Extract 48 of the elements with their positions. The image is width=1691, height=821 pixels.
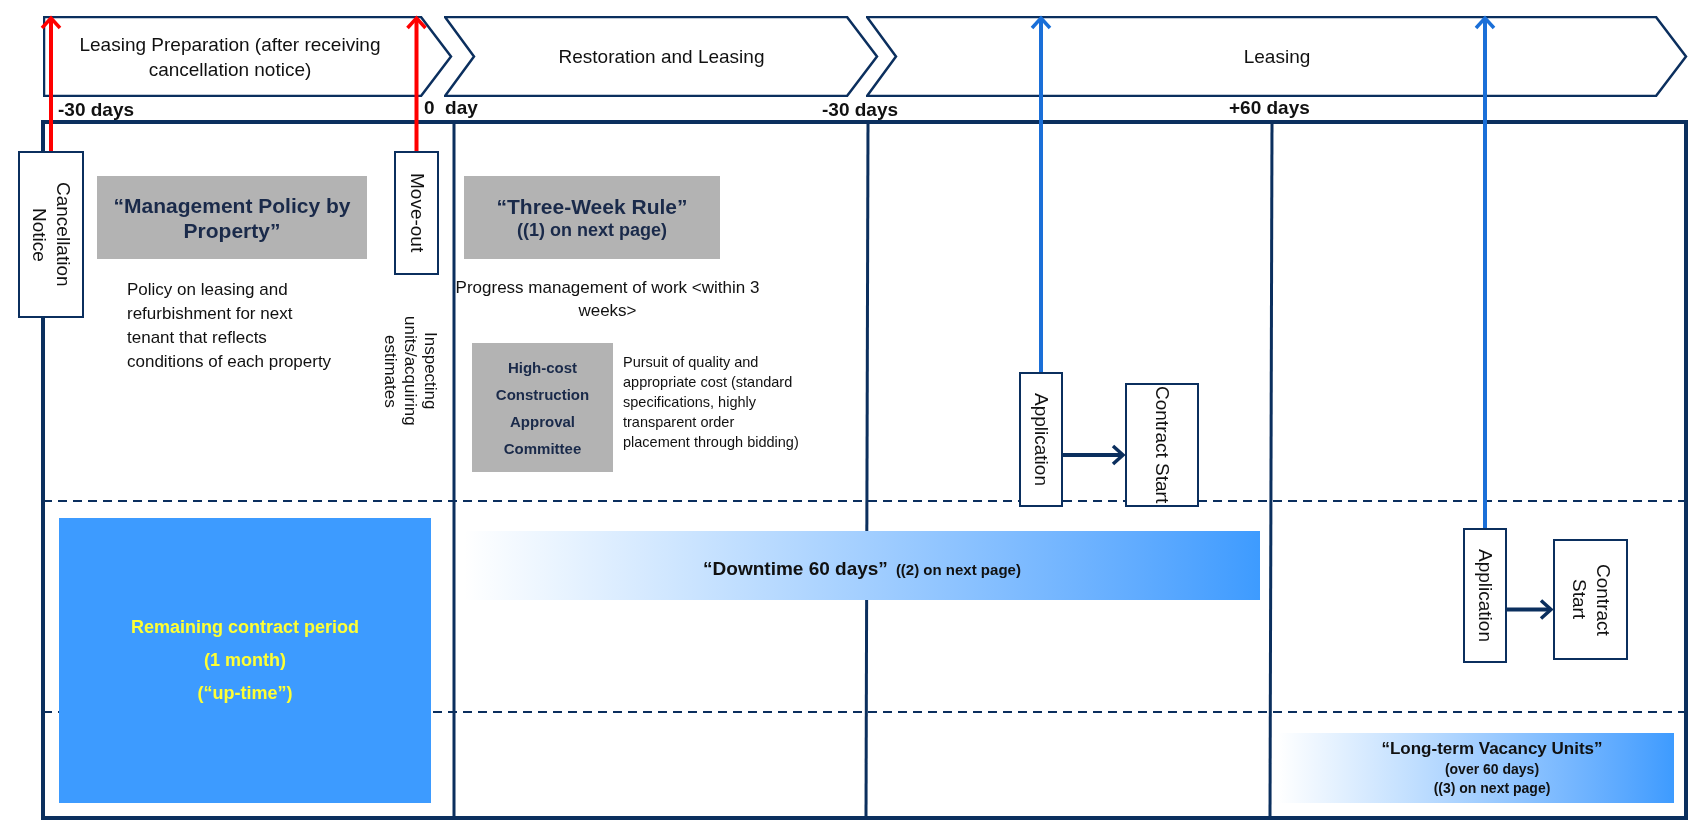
note-text: Progress management of work <within 3 weeks>: [455, 277, 760, 322]
phase-label: Restoration and Leasing: [558, 45, 765, 69]
arrow: [40, 16, 62, 151]
event-label: Move-out: [405, 173, 429, 253]
title-box: [97, 176, 367, 259]
arrow: [1507, 598, 1553, 621]
note-text: Pursuit of quality and appropriate cost (standard specifications, highly transparent order placement through bidding): [623, 353, 800, 452]
note-text: Policy on leasing and refurbishment for next tenant that reflects conditions of each property: [127, 279, 333, 373]
period-text: ((2) on next page): [895, 560, 1021, 580]
day-label: 0 day: [424, 96, 478, 120]
period-text: “Long-term Vacancy Units”: [1381, 738, 1603, 760]
period-text: Remaining contract period: [130, 616, 359, 639]
arrow: [1063, 444, 1125, 466]
phase-band: [444, 16, 879, 97]
event-box: [1019, 372, 1063, 507]
event-label: Contract Start: [1151, 386, 1174, 504]
event-box: [394, 151, 439, 275]
period-text: (1 month): [204, 649, 286, 672]
day-label: +60 days: [1229, 96, 1310, 120]
title-box: [464, 176, 720, 259]
event-box: [18, 151, 84, 318]
title-text: “Three-Week Rule”: [495, 194, 689, 219]
committee-text: High-cost Construction Approval Committee: [494, 357, 591, 459]
phase-band: [866, 16, 1688, 97]
day-label: -30 days: [58, 98, 135, 122]
event-box: [1125, 383, 1199, 507]
event-label: Application: [1474, 549, 1497, 642]
title-text: ((1) on next page): [516, 219, 668, 241]
event-label: Contract Start: [1567, 562, 1615, 638]
period-text: (“up-time”): [197, 682, 293, 705]
arrow: [1030, 16, 1052, 372]
period-box: [59, 518, 431, 803]
arrow: [1474, 16, 1496, 528]
phase-label: Leasing: [1243, 45, 1311, 69]
event-label: Application: [1030, 393, 1053, 486]
committee-box: [472, 343, 613, 472]
period-text: ((3) on next page): [1433, 779, 1551, 798]
event-box: [1553, 539, 1628, 660]
phase-label: Leasing Preparation (after receiving cancellation notice): [78, 32, 382, 82]
event-box: [1463, 528, 1507, 663]
arrow: [405, 16, 428, 151]
title-text: “Management Policy by Property”: [112, 192, 352, 243]
period-text: “Downtime 60 days”: [703, 557, 888, 581]
phase-band: [43, 16, 453, 97]
period-text: (over 60 days): [1444, 760, 1540, 779]
day-label: -30 days: [822, 98, 899, 122]
event-label: Cancellation Notice: [28, 181, 75, 289]
note-text: Inspecting units/acquiring estimates: [380, 315, 440, 428]
